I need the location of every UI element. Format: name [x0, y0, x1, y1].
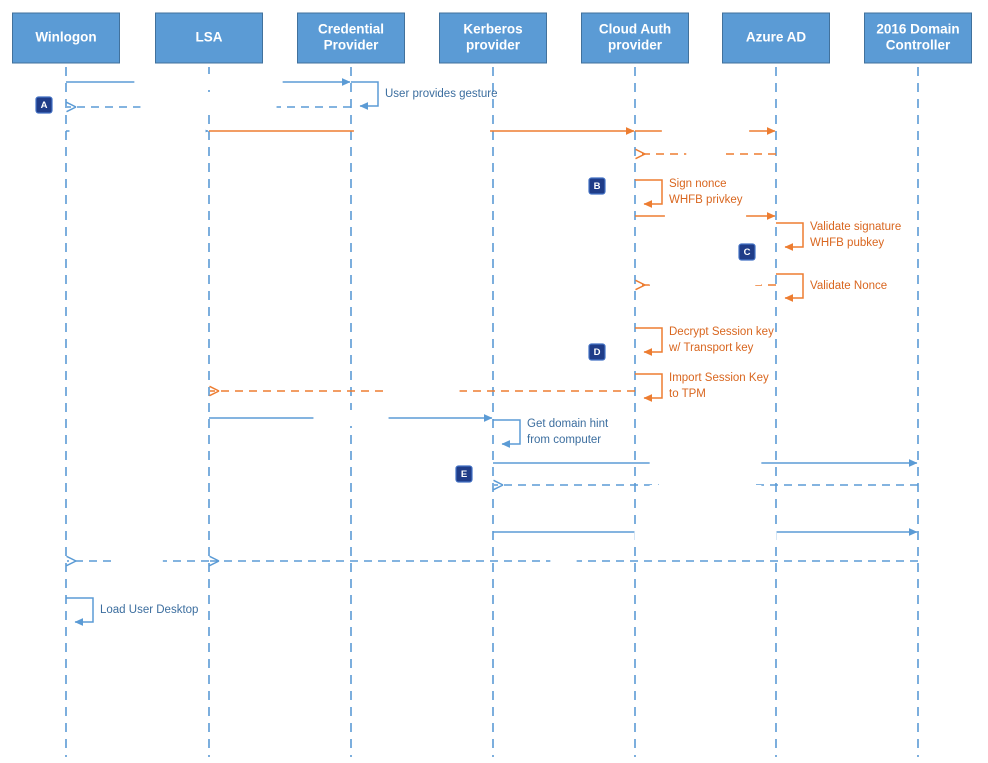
label-backdrop	[664, 208, 747, 224]
message-label: WHFB privkey	[669, 194, 743, 206]
self-loop-path	[635, 327, 663, 356]
step-badges-layer: A B C D E	[35, 96, 756, 483]
message-m18	[493, 455, 918, 471]
step-badge-label: D	[594, 347, 601, 358]
step-badge-label: B	[594, 181, 601, 192]
message-label: to TPM	[669, 388, 706, 400]
message-m9	[635, 208, 776, 224]
lane-header-lsa[interactable]: LSA	[155, 12, 263, 64]
message-label: from computer	[527, 434, 601, 446]
message-m12	[635, 269, 776, 301]
message-label: w/ Transport key	[668, 342, 754, 354]
self-loop-path	[635, 373, 663, 402]
self-loop-path	[351, 81, 379, 110]
message-m21	[209, 553, 918, 569]
lane-header-label: provider	[608, 38, 663, 53]
lane-header-winlogon[interactable]: Winlogon	[12, 12, 120, 64]
lane-header-label: Credential	[318, 22, 384, 37]
lane-header-label: Provider	[324, 38, 380, 53]
step-badge-label: A	[41, 100, 48, 111]
message-m16	[209, 410, 493, 426]
lane-header-label: Winlogon	[35, 30, 96, 45]
message-m4	[66, 123, 209, 139]
step-badge-c[interactable]: C	[738, 243, 756, 261]
message-m6	[635, 123, 776, 139]
lane-header-label: Controller	[886, 38, 951, 53]
message-m2: User provides gesture	[351, 81, 498, 110]
self-loop-path	[776, 273, 804, 302]
step-badge-b[interactable]: B	[588, 177, 606, 195]
lane-header-label: 2016 Domain	[876, 22, 959, 37]
label-backdrop	[550, 553, 577, 569]
lane-header-label: Kerberos	[463, 22, 522, 37]
label-backdrop	[353, 123, 491, 139]
label-backdrop	[649, 269, 762, 285]
label-backdrop	[661, 123, 750, 139]
message-m15	[209, 383, 635, 399]
message-m3	[66, 99, 351, 115]
step-badge-a[interactable]: A	[35, 96, 53, 114]
message-m20	[493, 524, 918, 540]
lifelines-layer	[65, 67, 919, 757]
label-backdrop	[649, 485, 762, 501]
step-badge-d[interactable]: D	[588, 343, 606, 361]
message-m13: Decrypt Session key w/ Transport key	[635, 326, 774, 356]
message-m7	[635, 146, 776, 162]
message-label: Load User Desktop	[100, 604, 198, 616]
self-loop-path	[635, 179, 663, 208]
message-label: Get domain hint	[527, 418, 609, 430]
message-label: WHFB pubkey	[810, 237, 884, 249]
label-backdrop	[313, 410, 389, 426]
lane-header-label: Cloud Auth	[599, 22, 671, 37]
self-loop-path	[776, 222, 804, 251]
step-badge-e[interactable]: E	[455, 465, 473, 483]
label-backdrop	[634, 524, 777, 540]
lane-header-azuread[interactable]: Azure AD	[722, 12, 830, 64]
lane-header-label: provider	[466, 38, 521, 53]
message-m11: Validate Nonce	[776, 273, 887, 302]
label-backdrop	[69, 123, 206, 139]
step-badge-label: E	[461, 469, 467, 480]
self-loop-path	[66, 597, 94, 626]
label-backdrop	[134, 74, 283, 90]
message-m19	[493, 469, 918, 501]
message-m23: Load User Desktop	[66, 597, 198, 626]
step-badge-label: C	[744, 247, 751, 258]
message-m1	[66, 74, 351, 90]
label-backdrop	[658, 469, 753, 485]
lane-header-label: LSA	[196, 30, 223, 45]
message-label: User provides gesture	[385, 88, 498, 100]
lane-header-label: Azure AD	[746, 30, 807, 45]
message-m5	[209, 123, 635, 139]
label-backdrop	[140, 99, 277, 115]
label-backdrop	[384, 383, 460, 399]
label-backdrop	[649, 455, 762, 471]
message-label: Validate Nonce	[810, 280, 887, 292]
message-label: Decrypt Session key	[669, 326, 774, 338]
message-m14: Import Session Key to TPM	[635, 372, 769, 402]
message-label: Import Session Key	[669, 372, 769, 384]
label-backdrop	[112, 553, 163, 569]
message-label: Sign nonce	[669, 178, 727, 190]
message-m22	[66, 553, 209, 569]
message-m17: Get domain hint from computer	[493, 418, 609, 448]
self-loop-path	[493, 419, 521, 448]
label-backdrop	[655, 285, 756, 301]
label-backdrop	[686, 146, 725, 162]
message-label: Validate signature	[810, 221, 901, 233]
